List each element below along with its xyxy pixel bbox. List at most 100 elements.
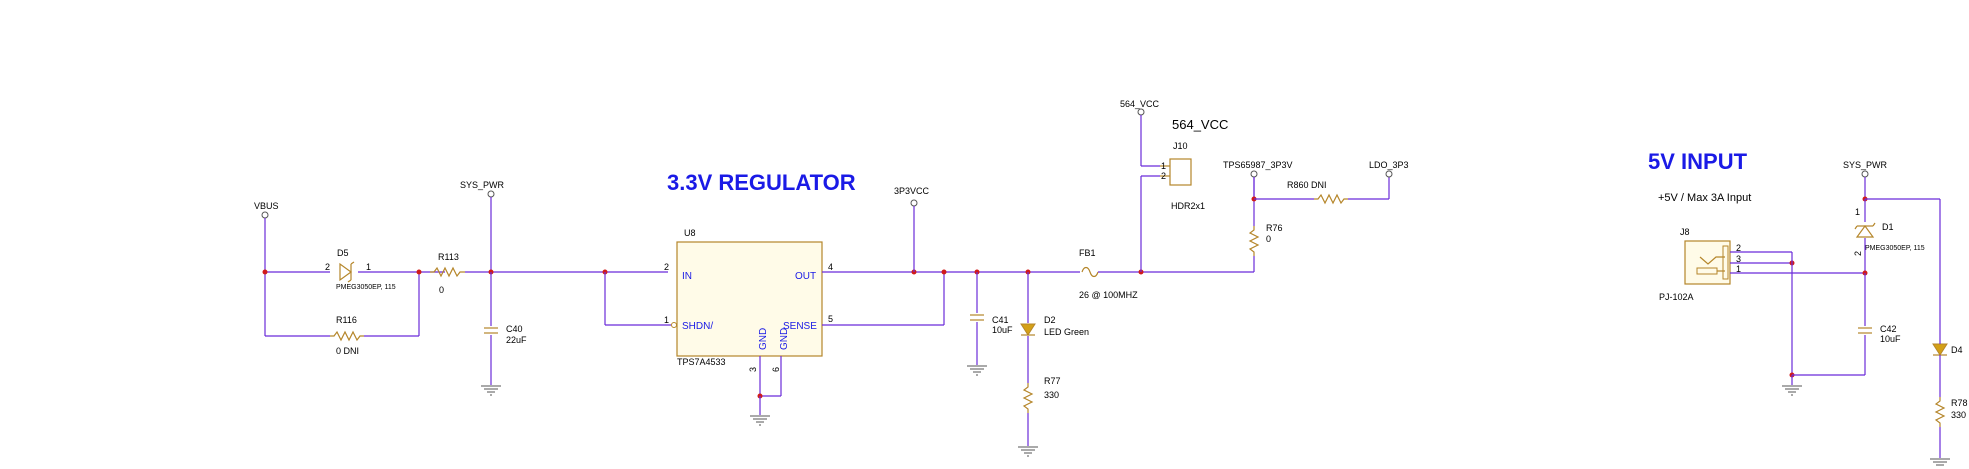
j8-part: PJ-102A	[1659, 292, 1694, 302]
u8-body	[676, 241, 823, 357]
capacitor-c42: C42 10uF	[1858, 273, 1901, 375]
capacitor-c40: C40 22uF	[484, 272, 527, 385]
ferrite-fb1: FB1 26 @ 100MHZ	[1079, 248, 1138, 300]
u8-pin-gnd1-num: 3	[748, 367, 758, 372]
r77-value: 330	[1044, 390, 1059, 400]
c42-value: 10uF	[1880, 334, 1901, 344]
r76-symbol	[1248, 226, 1260, 256]
p3v3-label: 3P3VCC	[894, 186, 930, 196]
r116-value: 0 DNI	[336, 346, 359, 356]
c41-ref: C41	[992, 315, 1009, 325]
resistor-r116: R116 0 DNI	[330, 315, 364, 356]
u8-pin-shdn: SHDN/	[682, 321, 713, 332]
j8-pin3: 3	[1736, 254, 1741, 264]
fb1-ref: FB1	[1079, 248, 1096, 258]
u8-pin-sense-num: 5	[828, 314, 833, 324]
regulator-u8: U8 2 IN 1 SHDN/ 4 OUT 5 SENSE GND GND 3 …	[664, 228, 833, 372]
j10-body	[1169, 158, 1192, 186]
u8-pin-gnd2: GND	[779, 328, 790, 350]
vbus-port: VBUS	[254, 201, 279, 336]
u8-pin-gnd1: GND	[758, 328, 769, 350]
resistor-r860: R860 DNI	[1287, 180, 1348, 205]
d2-symbol	[1020, 323, 1036, 336]
u8-pin-out: OUT	[795, 271, 816, 282]
r116-ref: R116	[336, 315, 357, 325]
fb1-symbol	[1081, 266, 1099, 278]
c40-value: 22uF	[506, 335, 527, 345]
resistor-r77: R77 330	[1018, 376, 1061, 457]
fb1-value: 26 @ 100MHZ	[1079, 290, 1138, 300]
d5-symbol	[339, 262, 353, 282]
capacitor-c41: C41 10uF	[967, 272, 1013, 376]
ldo-label: LDO_3P3	[1369, 160, 1409, 170]
c42-ref: C42	[1880, 324, 1897, 334]
j10-ref: J10	[1173, 141, 1188, 151]
tps3p3-label: TPS65987_3P3V	[1223, 160, 1293, 170]
r77-symbol	[1022, 383, 1034, 413]
u8-pin-gnd2-num: 6	[771, 367, 781, 372]
resistor-r113: R113 0	[430, 252, 465, 295]
vbus-terminal	[261, 211, 269, 219]
u8-ref: U8	[684, 228, 696, 238]
j8-pin2: 2	[1736, 243, 1741, 253]
ground-c40	[481, 385, 501, 396]
vcc564-port: 564_VCC	[1120, 99, 1160, 166]
ground-u8	[750, 415, 770, 426]
tps3p3-port: TPS65987_3P3V	[1223, 160, 1293, 199]
u8-pin-sense: SENSE	[783, 321, 817, 332]
c41-value: 10uF	[992, 325, 1013, 335]
j10-part: HDR2x1	[1171, 201, 1205, 211]
sys-pwr-port-2: SYS_PWR	[1843, 160, 1888, 199]
u8-pin-out-num: 4	[828, 262, 833, 272]
vcc-net-title: 564_VCC	[1172, 117, 1228, 132]
r76-value: 0	[1266, 234, 1271, 244]
p3v3-port: 3P3VCC	[894, 186, 930, 272]
d1-ref: D1	[1882, 222, 1894, 232]
r77-ref: R77	[1044, 376, 1061, 386]
r113-ref: R113	[438, 252, 459, 262]
d4-ref: D4	[1951, 345, 1963, 355]
u8-pin-in: IN	[682, 271, 692, 282]
u8-pin-in-num: 2	[664, 262, 669, 272]
r78-symbol	[1934, 397, 1946, 427]
sys-pwr-label-1: SYS_PWR	[460, 180, 505, 190]
diode-d1: 1 D1 2 PMEG3050EP, 115	[1853, 199, 1925, 273]
d5-part: PMEG3050EP, 115	[336, 284, 396, 291]
regulator-title: 3.3V REGULATOR	[667, 170, 856, 195]
resistor-r76: R76 0	[1248, 176, 1283, 272]
r860-symbol	[1314, 193, 1348, 205]
d1-pin2: 2	[1853, 251, 1863, 256]
input-subtitle: +5V / Max 3A Input	[1658, 192, 1751, 204]
u8-part: TPS7A4533	[677, 357, 726, 367]
led-d2: D2 LED Green	[1020, 272, 1089, 383]
d1-part: PMEG3050EP, 115	[1865, 245, 1925, 252]
d5-pin-a: 2	[325, 262, 330, 272]
r113-symbol	[430, 266, 465, 278]
r116-symbol	[330, 330, 364, 342]
r78-value: 330	[1951, 410, 1966, 420]
led-d4: D4	[1932, 340, 1963, 397]
header-j10: J10 1 2 HDR2x1	[1160, 141, 1205, 211]
r78-ref: R78	[1951, 398, 1968, 408]
vbus-label: VBUS	[254, 201, 279, 211]
d1-pin1: 1	[1855, 207, 1860, 217]
j8-ref: J8	[1680, 227, 1690, 237]
d2-ref: D2	[1044, 315, 1056, 325]
d1-symbol	[1855, 224, 1875, 238]
r860-ref: R860 DNI	[1287, 180, 1327, 190]
j10-pin2: 2	[1161, 171, 1166, 181]
j10-pin1: 1	[1161, 161, 1166, 171]
diode-d5: D5 2 1 PMEG3050EP, 115	[325, 248, 396, 291]
sys-pwr-label-2: SYS_PWR	[1843, 160, 1888, 170]
jack-j8: J8 PJ-102A 2 3 1	[1659, 227, 1741, 302]
input-title: 5V INPUT	[1648, 149, 1748, 174]
d5-pin-k: 1	[366, 262, 371, 272]
sys-pwr-port-1: SYS_PWR	[460, 180, 505, 272]
d5-ref: D5	[337, 248, 349, 258]
j8-pin1: 1	[1736, 264, 1741, 274]
ground-j8	[1782, 385, 1802, 396]
u8-pin-shdn-num: 1	[664, 315, 669, 325]
vcc564-label: 564_VCC	[1120, 99, 1160, 109]
d2-value: LED Green	[1044, 327, 1089, 337]
